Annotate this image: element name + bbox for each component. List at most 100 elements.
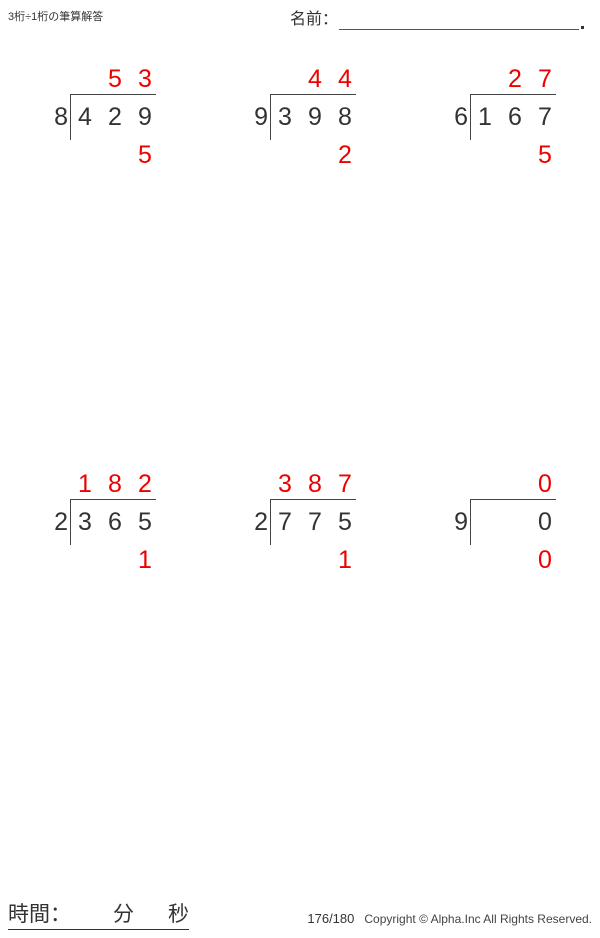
dividend-digit: 9 [138,103,152,131]
remainder-row: 5 [70,138,160,172]
page-footer: 時間： 分 秒 176/180 Copyright © Alpha.Inc Al… [0,888,600,938]
division-bracket [470,94,556,140]
dividend-digit: 7 [308,508,322,536]
quotient-row: 3 8 7 [270,467,360,501]
remainder-digit [300,138,330,172]
problem-4: 2 1 8 2 3 6 5 1 [0,465,200,585]
name-input[interactable] [339,10,580,30]
divisor: 8 [54,103,68,131]
dividend-digit: 7 [278,508,292,536]
quotient-row: 1 8 2 [70,467,160,501]
dividend-digit: 9 [308,103,322,131]
copyright-notice: Copyright © Alpha.Inc All Rights Reserve… [364,912,592,926]
quotient-digit: 2 [508,65,522,93]
dividend-row: 3 6 5 [70,505,160,539]
quotient-row: 5 3 [70,62,160,96]
remainder-digit: 5 [138,141,152,169]
division-bracket [70,499,156,545]
dividend-digit: 5 [338,508,352,536]
dividend-digit [470,505,500,539]
time-field-group: 時間： 分 秒 [8,902,189,930]
quotient-digit: 5 [108,65,122,93]
dividend-row: 7 7 5 [270,505,360,539]
dividend-digit: 6 [508,103,522,131]
quotient-digit: 3 [278,470,292,498]
remainder-digit [270,543,300,577]
quotient-digit: 8 [308,470,322,498]
problem-1: 8 5 3 4 2 9 5 [0,60,200,180]
remainder-digit [300,543,330,577]
page-number: 176/180 [307,911,355,926]
divisor: 9 [454,508,468,536]
divisor: 6 [454,103,468,131]
quotient-digit: 4 [308,65,322,93]
remainder-digit [270,138,300,172]
dividend-row: 3 9 8 [270,100,360,134]
remainder-row: 2 [270,138,360,172]
quotient-digit [470,62,500,96]
quotient-digit: 3 [138,65,152,93]
divisor: 9 [254,103,268,131]
quotient-digit [270,62,300,96]
division-bracket [270,499,356,545]
quotient-digit [70,62,100,96]
quotient-digit: 7 [338,470,352,498]
remainder-digit [100,138,130,172]
problem-3: 6 2 7 1 6 7 5 [400,60,600,180]
remainder-digit [100,543,130,577]
remainder-digit: 0 [538,546,552,574]
remainder-digit: 1 [138,546,152,574]
name-label: 名前： [290,11,339,28]
dividend-digit: 4 [78,103,92,131]
remainder-digit: 1 [338,546,352,574]
problem-5: 2 3 8 7 7 7 5 1 [200,465,400,585]
remainder-digit: 5 [538,141,552,169]
remainder-digit [70,543,100,577]
remainder-digit: 2 [338,141,352,169]
quotient-digit: 7 [538,65,552,93]
remainder-row: 1 [70,543,160,577]
dividend-digit: 3 [78,508,92,536]
minutes-unit-label: 分 [113,903,134,926]
page-title: 3桁÷1桁の筆算解答 [8,11,104,23]
quotient-digit: 0 [538,470,552,498]
problem-2: 9 4 4 3 9 8 2 [200,60,400,180]
quotient-digit: 1 [78,470,92,498]
divisor: 2 [254,508,268,536]
problem-6: 9 0 0 0 [400,465,600,585]
dividend-digit: 6 [108,508,122,536]
dividend-digit: 0 [538,508,552,536]
dividend-digit: 8 [338,103,352,131]
remainder-digit [500,138,530,172]
time-label: 時間： [8,903,71,926]
remainder-row: 1 [270,543,360,577]
dividend-digit: 2 [108,103,122,131]
quotient-digit [470,467,500,501]
page-header: 3桁÷1桁の筆算解答 名前： [0,0,600,40]
quotient-digit: 8 [108,470,122,498]
remainder-digit [70,138,100,172]
remainder-row: 5 [470,138,560,172]
division-bracket [470,499,556,545]
seconds-unit-label: 秒 [168,903,189,926]
quotient-digit: 4 [338,65,352,93]
remainder-digit [470,138,500,172]
divisor: 2 [54,508,68,536]
dividend-row: 1 6 7 [470,100,560,134]
quotient-row: 2 7 [470,62,560,96]
dividend-digit: 1 [478,103,492,131]
division-bracket [70,94,156,140]
quotient-row: 0 [470,467,560,501]
dividend-digit: 7 [538,103,552,131]
name-line-end-mark [581,26,585,29]
remainder-digit [500,543,530,577]
quotient-row: 4 4 [270,62,360,96]
dividend-row: 4 2 9 [70,100,160,134]
dividend-digit: 3 [278,103,292,131]
name-field-group: 名前： [290,4,585,30]
quotient-digit: 2 [138,470,152,498]
dividend-digit: 5 [138,508,152,536]
remainder-digit [470,543,500,577]
remainder-row: 0 [470,543,560,577]
